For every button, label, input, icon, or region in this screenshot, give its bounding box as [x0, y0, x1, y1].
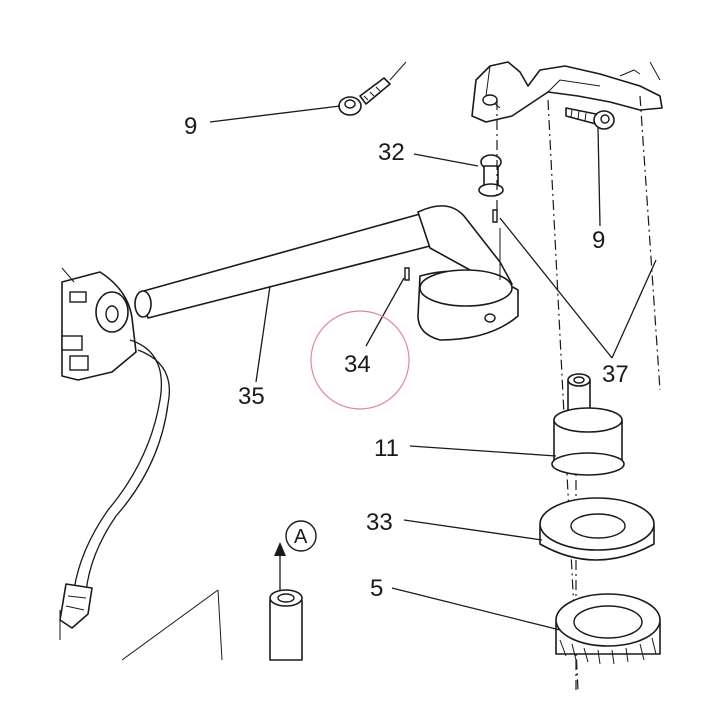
clip-37: [404, 209, 498, 281]
label-9-right: 9: [592, 227, 605, 254]
label-5: 5: [370, 575, 383, 602]
bolt-9-left-axis: [389, 61, 407, 81]
label-37: 37: [602, 361, 629, 388]
lower-lines: [59, 589, 223, 661]
label-9-left: 9: [184, 113, 197, 140]
label-view-a: A: [294, 526, 308, 548]
label-11: 11: [374, 435, 399, 462]
label-32: 32: [378, 139, 405, 166]
view-a-circle: [285, 520, 317, 552]
cable: [59, 339, 170, 629]
switch-housing-left: [61, 267, 137, 381]
ring-gear-5: [555, 593, 661, 665]
lever-35: [134, 205, 519, 341]
label-34: 34: [344, 351, 371, 378]
bolt-9-left: [338, 77, 391, 116]
label-35: 35: [238, 383, 265, 410]
tube-view-a: [269, 589, 303, 661]
bolt-9-right: [565, 107, 615, 130]
leader-lines: [209, 105, 657, 631]
highlight-circle: [310, 310, 410, 410]
view-a-arrow: [274, 542, 286, 590]
washer-33: [539, 497, 655, 561]
pin-32: [478, 154, 504, 197]
bushing-11: [551, 373, 625, 476]
label-33: 33: [366, 509, 393, 536]
frame-bracket: [471, 61, 663, 123]
